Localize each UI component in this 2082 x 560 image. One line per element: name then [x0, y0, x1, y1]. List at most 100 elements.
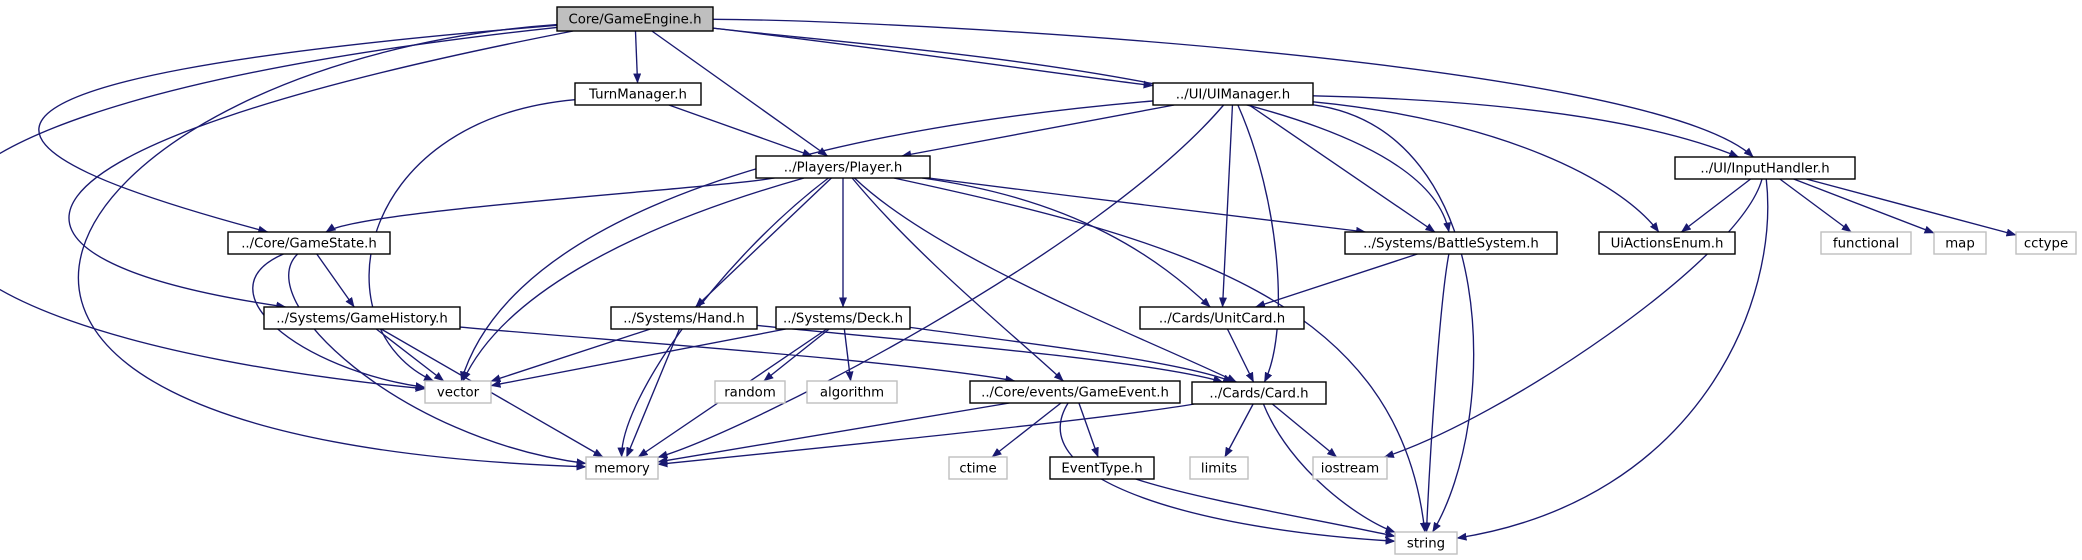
edge-ge-to-mem: [78, 23, 587, 471]
node-label: ../Systems/Hand.h: [623, 312, 745, 327]
edge-uim-to-bs: [1248, 104, 1436, 233]
node-map: map: [1933, 231, 1987, 255]
node-box: [775, 306, 911, 330]
edge-hd-to-vec: [490, 328, 651, 383]
node-box: [1598, 231, 1736, 255]
node-label: ../Core/events/GameEvent.h: [981, 386, 1169, 401]
node-box: [1191, 381, 1327, 405]
edge-gev-to-et: [1078, 402, 1099, 458]
node-uc[interactable]: ../Cards/UnitCard.h: [1139, 306, 1305, 330]
node-cd[interactable]: ../Cards/Card.h: [1191, 381, 1327, 405]
edge-pl-to-vec: [462, 177, 805, 382]
edge-tm-to-pl: [668, 104, 813, 157]
node-label: cctype: [2024, 237, 2068, 252]
edge-hd-to-mem: [625, 328, 681, 458]
node-label: iostream: [1321, 462, 1379, 477]
edge-uim-to-cd: [1237, 104, 1279, 383]
node-label: random: [724, 386, 776, 401]
edge-gh-to-mem: [380, 328, 604, 458]
node-label: ../Systems/BattleSystem.h: [1363, 237, 1539, 252]
edge-gs-to-mem: [288, 253, 587, 467]
edge-ge-to-gs: [38, 24, 558, 234]
node-box: [1933, 231, 1987, 255]
node-rnd: random: [714, 380, 786, 404]
node-box: [755, 155, 931, 179]
edge-pl-to-gev: [851, 177, 1064, 382]
edge-uim-to-mem: [657, 104, 1225, 459]
node-uae[interactable]: UiActionsEnum.h: [1598, 231, 1736, 255]
edge-tm-to-vec: [368, 99, 576, 382]
node-label: ../UI/InputHandler.h: [1700, 162, 1829, 177]
edge-uim-to-uae: [1312, 101, 1660, 233]
edge-uim-to-vec: [460, 100, 1154, 382]
edge-ge-to-bs: [712, 27, 1452, 233]
node-hd[interactable]: ../Systems/Hand.h: [610, 306, 758, 330]
node-label: Core/GameEngine.h: [568, 13, 701, 28]
node-box: [948, 456, 1008, 480]
node-label: ../Core/GameState.h: [241, 237, 377, 252]
node-box: [574, 82, 702, 106]
node-box: [1189, 456, 1249, 480]
node-gev[interactable]: ../Core/events/GameEvent.h: [969, 380, 1181, 404]
edge-uim-to-ih: [1312, 95, 1740, 158]
edge-uc-to-cd: [1226, 328, 1255, 383]
node-label: ../Systems/GameHistory.h: [276, 312, 448, 327]
node-mem: memory: [585, 456, 659, 480]
node-ih[interactable]: ../UI/InputHandler.h: [1674, 156, 1856, 180]
node-fn: functional: [1820, 231, 1912, 255]
node-label: memory: [594, 462, 650, 477]
node-ios: iostream: [1312, 456, 1388, 480]
edge-cd-to-ios: [1271, 403, 1338, 458]
edge-ih-to-uae: [1680, 178, 1752, 233]
edge-gh-to-gev: [459, 326, 1016, 384]
edge-ge-to-gh: [68, 30, 574, 310]
node-box: [969, 380, 1181, 404]
edge-cd-to-lim: [1224, 403, 1254, 458]
node-alg: algorithm: [806, 380, 898, 404]
edge-pl-to-bs: [928, 177, 1367, 235]
edge-ge-to-tm: [633, 30, 642, 84]
node-dk[interactable]: ../Systems/Deck.h: [775, 306, 911, 330]
node-box: [424, 380, 492, 404]
edge-ih-to-cct: [1806, 178, 2017, 237]
node-gs[interactable]: ../Core/GameState.h: [227, 231, 391, 255]
edge-gev-to-mem: [657, 402, 1010, 465]
node-box: [1312, 456, 1388, 480]
edge-ge-to-ih: [712, 18, 1754, 158]
node-ge[interactable]: Core/GameEngine.h: [556, 6, 714, 32]
edge-ge-to-uim: [712, 27, 1154, 89]
node-label: vector: [437, 386, 480, 401]
node-box: [227, 231, 391, 255]
node-cct: cctype: [2015, 231, 2077, 255]
node-label: ../Cards/UnitCard.h: [1159, 312, 1285, 327]
node-label: map: [1945, 237, 1975, 252]
edge-ih-to-map: [1793, 178, 1935, 234]
edge-dk-to-alg: [843, 328, 854, 382]
edge-gh-to-vec: [375, 328, 445, 382]
edge-pl-to-uc: [921, 177, 1211, 308]
edge-pl-to-gs: [325, 177, 775, 233]
node-box: [1674, 156, 1856, 180]
node-bs[interactable]: ../Systems/BattleSystem.h: [1344, 231, 1558, 255]
node-box: [1139, 306, 1305, 330]
node-uim[interactable]: ../UI/UIManager.h: [1152, 82, 1314, 106]
node-et[interactable]: EventType.h: [1049, 456, 1155, 480]
node-label: string: [1407, 537, 1445, 552]
edge-dk-to-vec: [490, 328, 786, 388]
node-box: [1394, 531, 1458, 555]
node-gh[interactable]: ../Systems/GameHistory.h: [263, 306, 461, 330]
node-label: functional: [1833, 237, 1899, 252]
node-tm[interactable]: TurnManager.h: [574, 82, 702, 106]
edge-dk-to-rnd: [763, 328, 830, 382]
node-label: ../Players/Player.h: [784, 161, 903, 176]
node-label: ../Systems/Deck.h: [783, 312, 903, 327]
edge-pl-to-str: [893, 177, 1428, 533]
node-box: [806, 380, 898, 404]
edge-dk-to-cd: [909, 326, 1234, 383]
edge-uim-to-uc: [1219, 104, 1234, 308]
edge-gev-to-ct: [991, 402, 1062, 458]
edge-gs-to-gh: [316, 253, 355, 308]
node-pl[interactable]: ../Players/Player.h: [755, 155, 931, 179]
